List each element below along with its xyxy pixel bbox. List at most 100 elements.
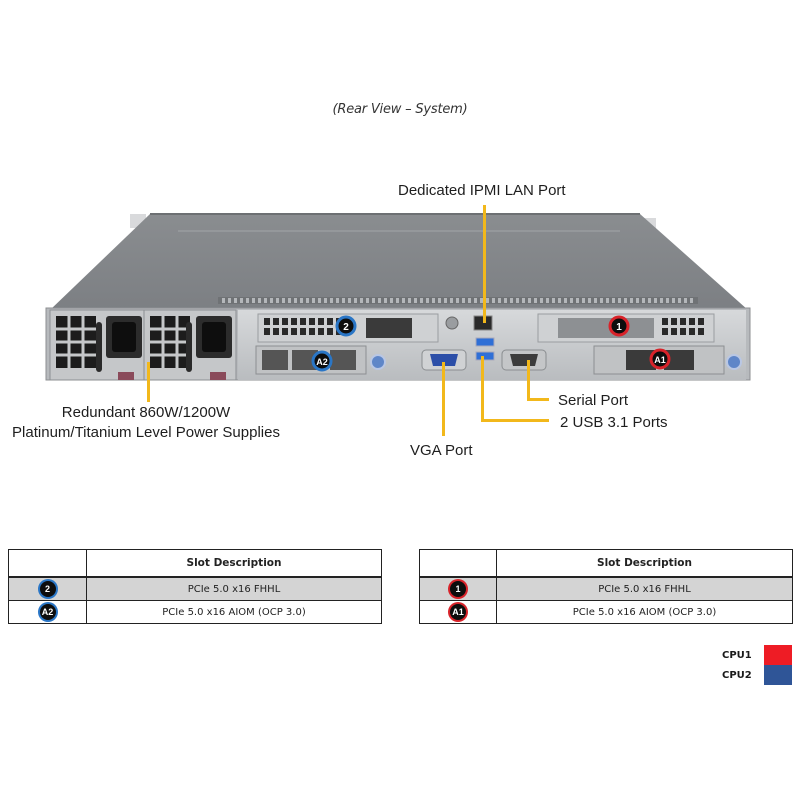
vent-slot xyxy=(666,298,669,303)
vent-slot xyxy=(336,298,339,303)
vent-hole xyxy=(282,328,288,335)
vent-slot xyxy=(630,298,633,303)
vent-slot xyxy=(294,298,297,303)
vent-hole xyxy=(273,328,279,335)
vent-slot xyxy=(672,298,675,303)
table-row: 2 PCIe 5.0 x16 FHHL xyxy=(8,576,382,601)
vga-port[interactable] xyxy=(421,349,467,371)
chassis-lid xyxy=(50,214,748,310)
vent-slot xyxy=(252,298,255,303)
vent-hole xyxy=(662,328,668,335)
usb-port-2[interactable] xyxy=(475,351,495,361)
vent-slot xyxy=(648,298,651,303)
table-row: A1 PCIe 5.0 x16 AIOM (OCP 3.0) xyxy=(419,600,793,624)
vent-slot xyxy=(462,298,465,303)
vent-slot xyxy=(408,298,411,303)
server-badge-a1: A1 xyxy=(649,348,671,370)
callout-psu-line2: Platinum/Titanium Level Power Supplies xyxy=(12,424,280,441)
slot-description: PCIe 5.0 x16 FHHL xyxy=(496,576,793,601)
leader-serial-vertical xyxy=(527,360,530,401)
vent-slot xyxy=(492,298,495,303)
slot-description: PCIe 5.0 x16 FHHL xyxy=(86,576,382,601)
vent-slot xyxy=(330,298,333,303)
vent-slot xyxy=(444,298,447,303)
vent-hole xyxy=(671,318,677,325)
vent-hole xyxy=(300,328,306,335)
slot-description: PCIe 5.0 x16 AIOM (OCP 3.0) xyxy=(496,600,793,624)
vent-slot xyxy=(258,298,261,303)
vent-slot xyxy=(588,298,591,303)
serial-port[interactable] xyxy=(501,349,547,371)
header-blank-cell xyxy=(419,549,497,578)
vent-slot xyxy=(528,298,531,303)
vent-slot xyxy=(390,298,393,303)
vent-slot xyxy=(276,298,279,303)
vent-slot xyxy=(396,298,399,303)
vent-hole xyxy=(264,328,270,335)
vent-slot xyxy=(282,298,285,303)
slot-description: PCIe 5.0 x16 AIOM (OCP 3.0) xyxy=(86,600,382,624)
svg-text:A2: A2 xyxy=(316,357,328,367)
vent-slot xyxy=(222,298,225,303)
vent-slot xyxy=(582,298,585,303)
vent-slot xyxy=(690,298,693,303)
callout-usb-ports: 2 USB 3.1 Ports xyxy=(560,414,668,431)
vent-hole xyxy=(689,318,695,325)
vent-hole xyxy=(689,328,695,335)
power-supply-2 xyxy=(143,309,237,381)
vent-slot xyxy=(378,298,381,303)
vent-slot xyxy=(618,298,621,303)
thumbscrew-right[interactable] xyxy=(726,354,742,370)
vent-slot xyxy=(594,298,597,303)
vent-hole xyxy=(291,328,297,335)
vent-slot xyxy=(228,298,231,303)
vent-slot xyxy=(576,298,579,303)
vent-slot xyxy=(540,298,543,303)
table-row: A2 PCIe 5.0 x16 AIOM (OCP 3.0) xyxy=(8,600,382,624)
header-slot-description: Slot Description xyxy=(496,549,793,578)
vent-slot xyxy=(270,298,273,303)
slot-badge-a2: A2 xyxy=(39,604,56,620)
server-badge-a2: A2 xyxy=(311,350,333,372)
svg-text:A1: A1 xyxy=(654,355,666,365)
vent-hole xyxy=(318,328,324,335)
leader-ipmi xyxy=(483,205,486,323)
header-slot-description: Slot Description xyxy=(86,549,382,578)
vent-hole xyxy=(680,318,686,325)
vent-slot xyxy=(570,298,573,303)
legend-label-cpu2: CPU2 xyxy=(722,669,752,681)
server-chassis-rear-view: 2 A2 1 A1 xyxy=(45,213,751,381)
lid-vent-strip xyxy=(218,297,698,304)
vent-slot xyxy=(420,298,423,303)
vent-slot xyxy=(384,298,387,303)
leader-psu xyxy=(147,362,150,402)
vent-slot xyxy=(264,298,267,303)
psu-release-tab-1[interactable] xyxy=(118,372,134,380)
leader-serial-horizontal xyxy=(527,398,549,401)
usb-port-1[interactable] xyxy=(475,337,495,347)
vent-slot xyxy=(678,298,681,303)
vent-slot xyxy=(366,298,369,303)
vent-slot xyxy=(546,298,549,303)
callout-ipmi-lan-port: Dedicated IPMI LAN Port xyxy=(398,182,566,199)
vent-slot xyxy=(600,298,603,303)
cpu-legend: CPU1 CPU2 xyxy=(722,645,792,685)
slot-table-cpu1: Slot Description 1 PCIe 5.0 x16 FHHL A1 … xyxy=(419,549,793,624)
psu-release-tab-2[interactable] xyxy=(210,372,226,380)
svg-text:1: 1 xyxy=(616,322,622,333)
vent-slot xyxy=(504,298,507,303)
vent-hole xyxy=(291,318,297,325)
vent-slot xyxy=(654,298,657,303)
table-row: 1 PCIe 5.0 x16 FHHL xyxy=(419,576,793,601)
vent-slot xyxy=(498,298,501,303)
vent-slot xyxy=(324,298,327,303)
vent-slot xyxy=(438,298,441,303)
slot-badge-2: 2 xyxy=(39,581,56,597)
vent-hole xyxy=(671,328,677,335)
vent-hole xyxy=(327,318,333,325)
vent-hole xyxy=(273,318,279,325)
vent-slot xyxy=(636,298,639,303)
vent-hole xyxy=(698,328,704,335)
thumbscrew-left[interactable] xyxy=(370,354,386,370)
vent-slot xyxy=(342,298,345,303)
